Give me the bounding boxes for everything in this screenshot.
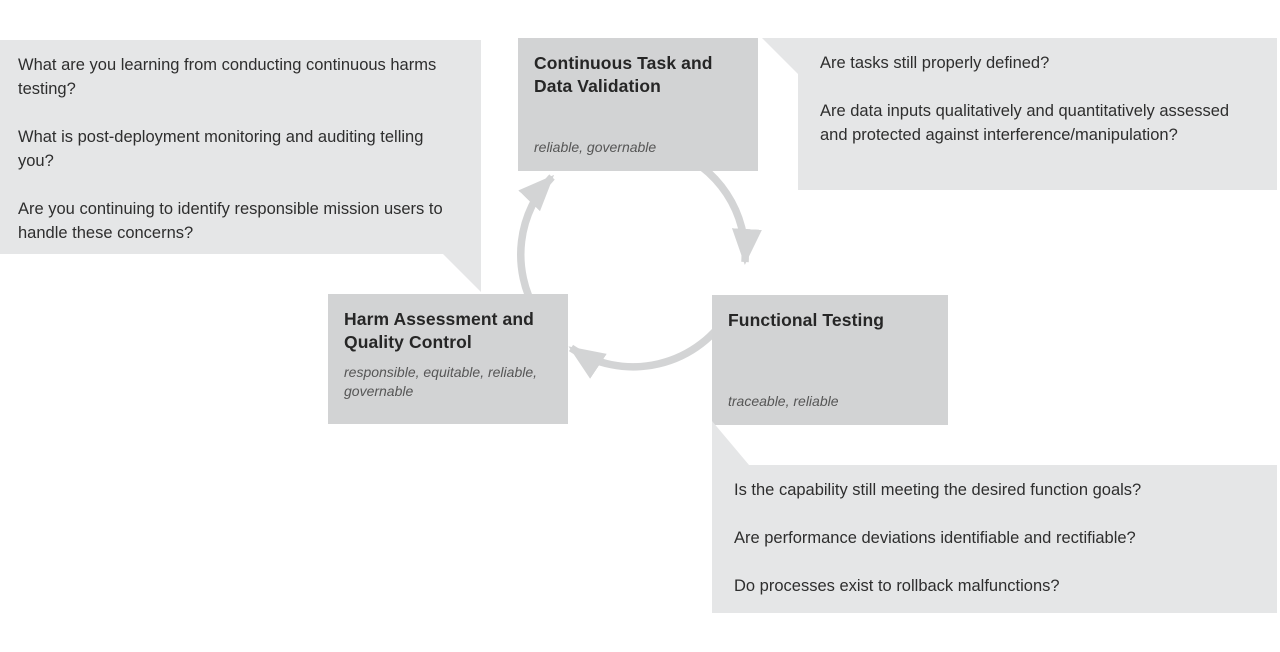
- node-functional-testing: Functional Testing traceable, reliable: [712, 295, 948, 425]
- question: Are performance deviations identifiable …: [734, 529, 1136, 547]
- callout-functional-testing-questions: Is the capability still meeting the desi…: [712, 465, 1277, 613]
- callout-tail: [443, 254, 481, 292]
- node-title: Harm Assessment and Quality Control: [344, 309, 534, 352]
- callout-tail: [762, 38, 798, 74]
- question: What are you learning from conducting co…: [18, 56, 437, 98]
- callout-harm-assessment-questions: What are you learning from conducting co…: [0, 40, 481, 254]
- question: Are data inputs qualitatively and quanti…: [820, 102, 1230, 144]
- node-harm-assessment-quality-control: Harm Assessment and Quality Control resp…: [328, 294, 568, 424]
- arrow-harm-to-validation: [517, 174, 555, 313]
- callout-task-validation-questions: Are tasks still properly defined? Are da…: [798, 38, 1277, 190]
- node-title: Functional Testing: [728, 310, 885, 330]
- question: Is the capability still meeting the desi…: [734, 481, 1142, 499]
- question: What is post-deployment monitoring and a…: [18, 128, 424, 170]
- node-descriptor: traceable, reliable: [728, 393, 839, 409]
- question: Are you continuing to identify responsib…: [18, 200, 443, 242]
- callout-tail: [712, 421, 749, 465]
- question: Are tasks still properly defined?: [820, 54, 1050, 72]
- arrow-functional-to-harm: [568, 309, 734, 379]
- node-title: Continuous Task and Data Validation: [534, 53, 713, 96]
- question: Do processes exist to rollback malfuncti…: [734, 577, 1060, 595]
- node-descriptor: responsible, equitable, reliable, govern…: [344, 364, 538, 399]
- node-continuous-task-data-validation: Continuous Task and Data Validation reli…: [518, 38, 758, 171]
- node-descriptor: reliable, governable: [534, 139, 657, 155]
